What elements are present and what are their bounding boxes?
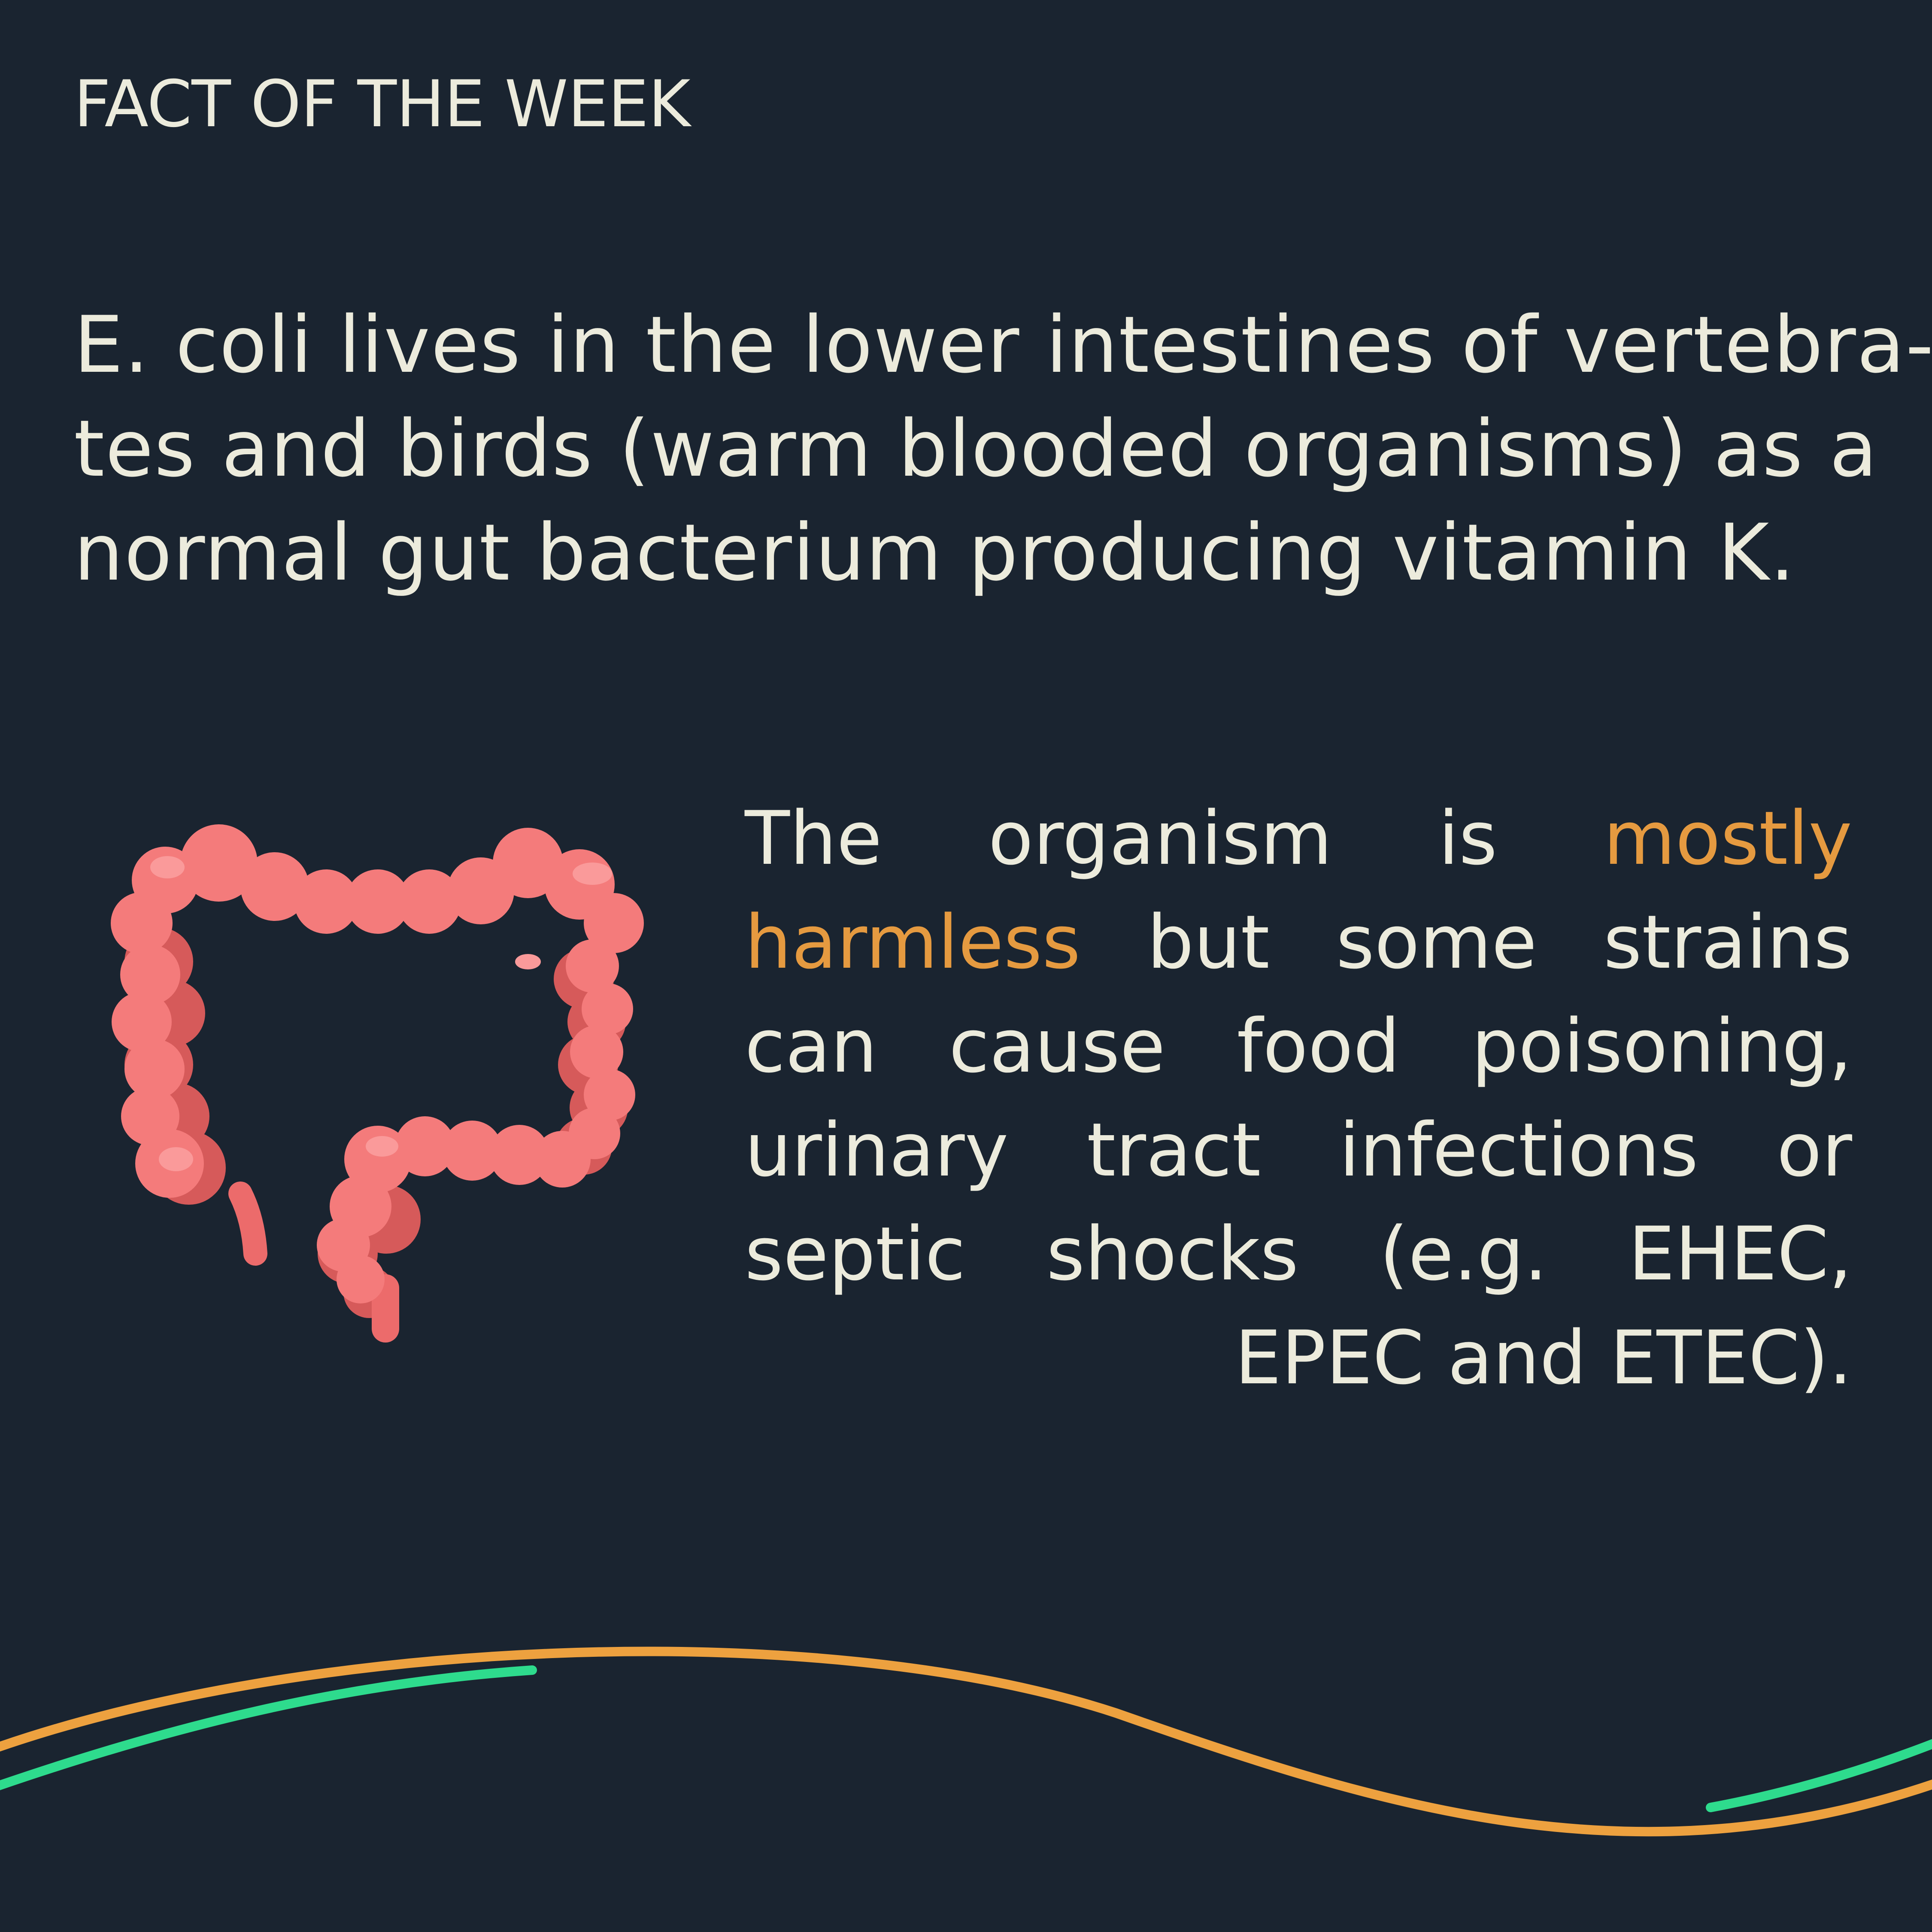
detail-word: tract [1086,1107,1261,1193]
main-fact-line: tes and birds (warm blooded organisms) a… [74,403,1878,494]
detail-word: organism [988,795,1332,881]
detail-word: food [1237,1003,1400,1089]
detail-line: septic shocks (e.g. EHEC, [745,1202,1852,1306]
detail-word: infections [1339,1107,1698,1193]
detail-word: septic [745,1211,966,1297]
detail-fact: The organism is mostly harmless but some… [745,787,1852,1410]
highlight-word: harmless [745,899,1081,985]
detail-line: urinary tract infections or [745,1098,1852,1202]
detail-word: some [1336,899,1537,985]
detail-word: strains [1603,899,1852,985]
green-wave-right [1706,1739,1932,1812]
detail-word: cause [949,1003,1165,1089]
detail-word: urinary [745,1107,1009,1193]
detail-word: poisoning, [1471,1003,1852,1089]
main-fact-line: E. coli lives in the lower intestines of… [74,299,1932,390]
highlight-word: mostly [1603,795,1852,881]
main-fact-line: normal gut bacterium producing vitamin K… [74,507,1796,598]
header-label: FACT OF THE WEEK [74,67,691,142]
detail-word: EHEC, [1628,1211,1852,1297]
detail-word: or [1777,1107,1852,1193]
detail-word: shocks [1046,1211,1299,1297]
detail-word: but [1147,899,1270,985]
detail-line-last: EPEC and ETEC). [1234,1315,1852,1401]
intestine-icon [111,824,644,1343]
orange-wave [0,1646,1932,1837]
main-fact: E. coli lives in the lower intestines of… [74,293,1932,605]
detail-line: The organism is mostly [745,787,1852,890]
detail-word: The [745,795,882,881]
detail-line: can cause food poisoning, [745,994,1852,1098]
detail-word: is [1438,795,1498,881]
detail-word: can [745,1003,877,1089]
detail-word: (e.g. [1379,1211,1548,1297]
detail-line: harmless but some strains [745,890,1852,994]
green-wave-left [0,1665,537,1790]
